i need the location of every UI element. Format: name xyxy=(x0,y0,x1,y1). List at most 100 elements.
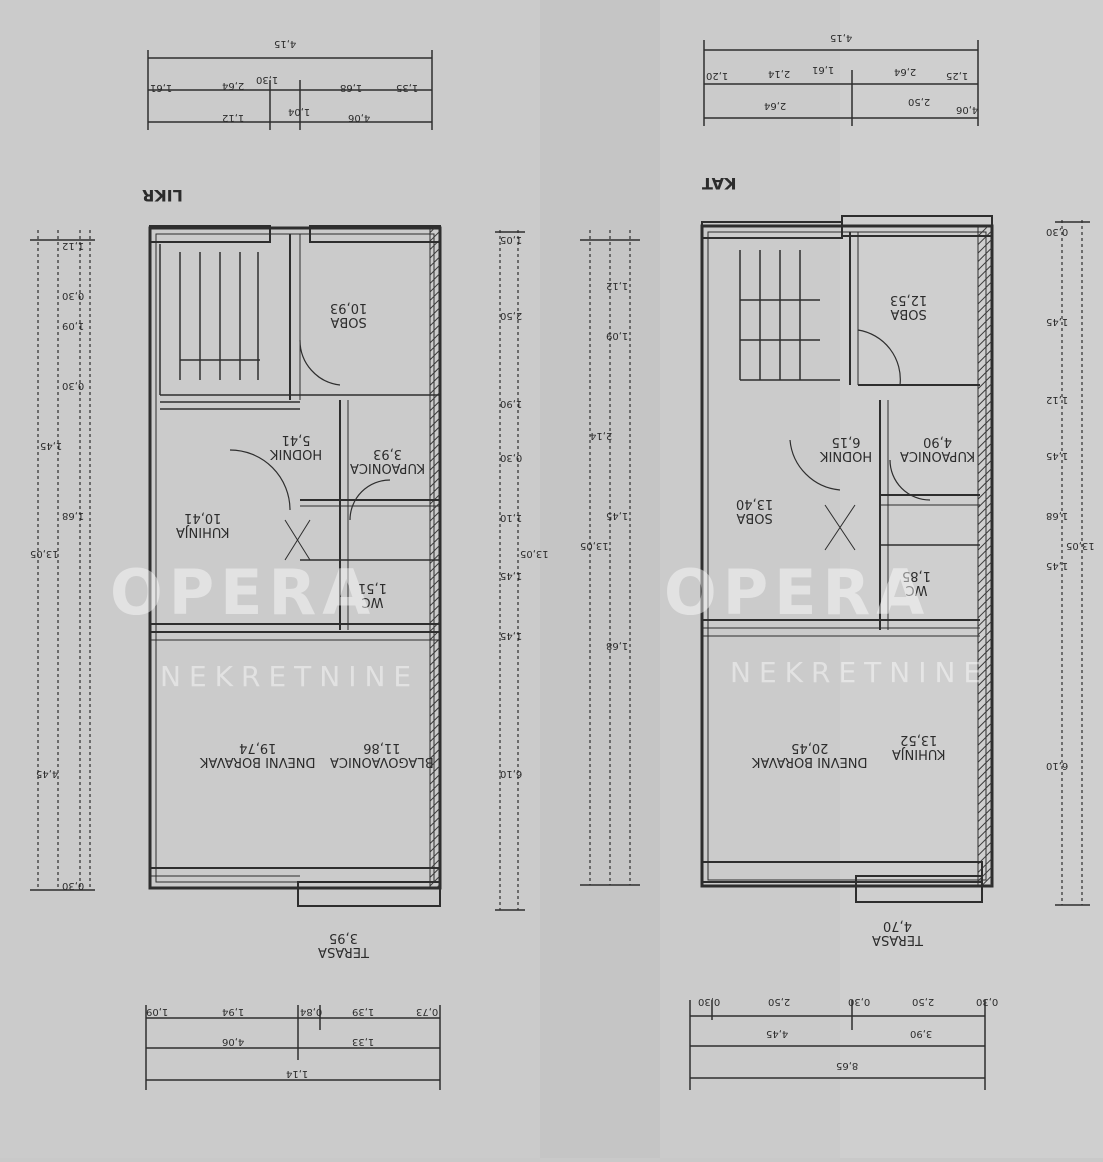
room-label-soba: SOBA 10,93 xyxy=(330,300,367,329)
dim-label: 1,45 xyxy=(606,510,629,521)
dim-label: 0,30 xyxy=(1046,226,1069,237)
room-name: TERASA xyxy=(872,932,923,947)
room-name: DNEVNI BORAVAK xyxy=(752,754,868,769)
room-name: KUPAONICA xyxy=(900,448,976,463)
room-name: SOBA xyxy=(736,510,773,525)
dim-label: 0,30 xyxy=(500,452,523,463)
dim-label: 13,05 xyxy=(520,548,549,559)
room-name: TERASA xyxy=(318,944,369,959)
room-label-kuhinja: KUHINJA 10,41 xyxy=(176,510,230,539)
dim-label: 0,30 xyxy=(62,290,85,301)
room-area: 13,52 xyxy=(900,732,938,747)
dim-label: 4,45 xyxy=(766,1028,789,1039)
dim-label: 1,35 xyxy=(396,82,419,93)
room-label-hodnik: HODNIK 6,15 xyxy=(820,434,873,463)
room-name: KUHINJA xyxy=(892,746,946,761)
watermark-subtitle-right: NEKRETNINE xyxy=(730,656,990,689)
dim-label: 0,30 xyxy=(62,880,85,891)
room-name: HODNIK xyxy=(270,446,323,461)
room-name: KUHINJA xyxy=(176,524,230,539)
dim-label: 1,12 xyxy=(62,240,85,251)
room-label-terasa: TERASA 3,95 xyxy=(318,930,369,959)
room-label-kuhinja: KUHINJA 13,52 xyxy=(892,732,946,761)
dim-label: 1,45 xyxy=(1046,450,1069,461)
room-label-hodnik: HODNIK 5,41 xyxy=(270,432,323,461)
dim-label: 1,33 xyxy=(352,1036,375,1047)
plan-right-walls xyxy=(700,215,994,903)
dim-label: 13,05 xyxy=(580,540,609,551)
dim-label: 1,61 xyxy=(812,64,835,75)
room-area: 3,93 xyxy=(373,446,403,461)
room-label-terasa: TERASA 4,70 xyxy=(872,918,923,947)
dim-label: 2,14 xyxy=(590,430,613,441)
dim-label: 4,15 xyxy=(274,38,297,49)
room-label-dnevni-boravak: DNEVNI BORAVAK 20,45 xyxy=(752,740,868,769)
dim-label: 2,64 xyxy=(764,100,787,111)
dim-label: 1,45 xyxy=(500,630,523,641)
dim-label: 1,61 xyxy=(150,82,173,93)
room-area: 10,41 xyxy=(184,510,222,525)
dim-label: 2,50 xyxy=(908,96,931,107)
room-name: HODNIK xyxy=(820,448,873,463)
plan-left-title: LIKR xyxy=(142,186,183,205)
dim-label: 1,09 xyxy=(146,1006,169,1017)
dim-label: 2,14 xyxy=(768,68,791,79)
dim-label: 0,84 xyxy=(300,1006,323,1017)
dim-label: 1,68 xyxy=(62,510,85,521)
dim-label: 4,45 xyxy=(36,768,59,779)
dim-label: 1,20 xyxy=(706,70,729,81)
dim-label: 2,50 xyxy=(500,310,523,321)
room-label-kupaonica: KUPAONICA 3,93 xyxy=(350,446,426,475)
dim-label: 1,30 xyxy=(256,74,279,85)
dim-label: 1,45 xyxy=(40,440,63,451)
dim-label: 1,09 xyxy=(62,320,85,331)
room-area: 20,45 xyxy=(791,740,829,755)
room-area: 12,53 xyxy=(890,292,928,307)
dim-label: 4,06 xyxy=(348,112,371,123)
dim-label: 13,05 xyxy=(30,548,59,559)
dim-label: 1,04 xyxy=(288,106,311,117)
dim-label: 1,09 xyxy=(606,330,629,341)
dim-label: 1,12 xyxy=(1046,394,1069,405)
dim-label: 1,12 xyxy=(222,112,245,123)
watermark-logo-right: OPERA xyxy=(664,556,931,629)
dim-label: 1,45 xyxy=(500,570,523,581)
dim-label: 2,50 xyxy=(768,996,791,1007)
dim-label: 8,65 xyxy=(836,1060,859,1071)
room-label-soba-2: SOBA 13,40 xyxy=(736,496,774,525)
dim-label: 1,45 xyxy=(1046,316,1069,327)
room-area: 4,70 xyxy=(883,918,912,933)
dim-label: 1,90 xyxy=(500,398,523,409)
dim-label: 1,14 xyxy=(286,1068,309,1079)
room-label-dnevni-boravak: DNEVNI BORAVAK 19,74 xyxy=(200,740,316,769)
room-area: 3,95 xyxy=(329,930,358,945)
dim-label: 1,12 xyxy=(606,280,629,291)
room-label-kupaonica: KUPAONICA 4,90 xyxy=(900,434,976,463)
dim-label: 2,64 xyxy=(894,66,917,77)
room-area: 13,40 xyxy=(736,496,774,511)
dim-label: 0,30 xyxy=(976,996,999,1007)
plan-left-dimension-lines xyxy=(37,230,519,910)
room-name: DNEVNI BORAVAK xyxy=(200,754,316,769)
dim-label: 0,30 xyxy=(848,996,871,1007)
dim-label: 1,05 xyxy=(500,234,523,245)
dim-label: 0,73 xyxy=(416,1006,439,1017)
room-name: SOBA xyxy=(890,306,927,321)
room-name: SOBA xyxy=(330,314,367,329)
dim-label: 6,10 xyxy=(1046,760,1069,771)
room-label-soba: SOBA 12,53 xyxy=(890,292,928,321)
room-area: 6,15 xyxy=(831,434,861,449)
plan-left-walls xyxy=(148,225,442,907)
dim-label: 4,15 xyxy=(830,32,853,43)
dim-label: 1,25 xyxy=(946,70,969,81)
room-area: 19,74 xyxy=(239,740,277,755)
room-area: 4,90 xyxy=(923,434,953,449)
room-label-blagovaonica: BLAGOVAONICA 11,86 xyxy=(330,740,434,769)
dim-label: 2,50 xyxy=(912,996,935,1007)
dim-label: 4,06 xyxy=(222,1036,245,1047)
dim-label: 1,94 xyxy=(222,1006,245,1017)
dim-label: 1,45 xyxy=(1046,560,1069,571)
room-name: KUPAONICA xyxy=(350,460,426,475)
